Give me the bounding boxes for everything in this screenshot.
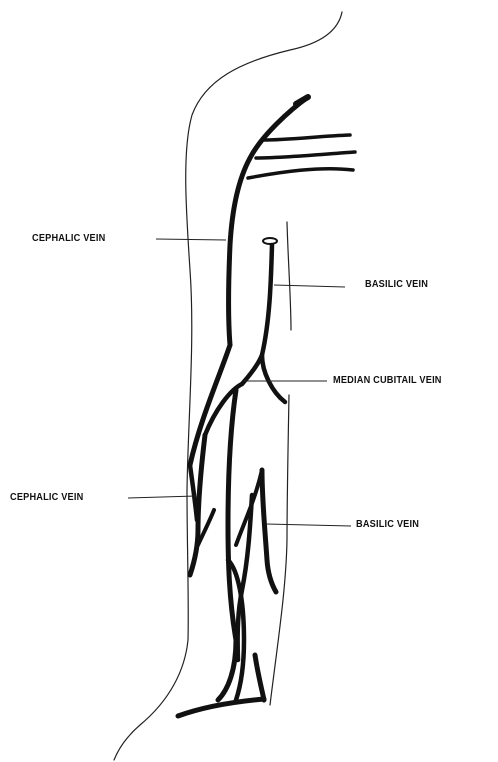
- arm-outline-outer: [114, 12, 342, 760]
- label-cephalic-vein-lower: CEPHALIC VEIN: [10, 492, 83, 503]
- vein-cephalic-forearm: [190, 345, 230, 465]
- arm-outline-inner-upper: [287, 222, 291, 330]
- vein-shoulder-tip: [296, 97, 308, 104]
- label-basilic-vein-lower: BASILIC VEIN: [356, 519, 419, 530]
- label-basilic-vein-upper: BASILIC VEIN: [365, 279, 428, 290]
- pointer-cephalic-upper: [156, 239, 226, 240]
- pointer-cephalic-lower: [128, 496, 196, 498]
- vein-cephalic-lower-left: [190, 465, 197, 520]
- pointer-basilic-upper: [274, 285, 345, 287]
- vein-median-forearm: [228, 390, 236, 640]
- vein-wrist-right: [255, 655, 264, 700]
- vein-basilic-origin: [263, 238, 277, 244]
- label-median-cubital-vein: MEDIAN CUBITAIL VEIN: [333, 375, 442, 386]
- label-cephalic-vein-upper: CEPHALIC VEIN: [32, 233, 105, 244]
- vein-basilic-lower: [262, 470, 276, 592]
- arm-outline-inner-lower: [270, 395, 289, 705]
- vein-shoulder-branch-2: [256, 152, 355, 158]
- vein-shoulder-branch-3: [248, 169, 353, 178]
- vein-network: [178, 97, 355, 716]
- vein-hand-arch: [178, 699, 264, 716]
- arm-outline: [114, 12, 342, 760]
- vein-wrist-left: [218, 640, 236, 700]
- pointer-basilic-lower: [266, 524, 351, 526]
- vein-shoulder-branch-1: [262, 135, 350, 140]
- label-pointers: [128, 239, 351, 526]
- vein-basilic-elbow-continuation: [262, 355, 285, 402]
- vein-basilic-upper: [242, 245, 272, 384]
